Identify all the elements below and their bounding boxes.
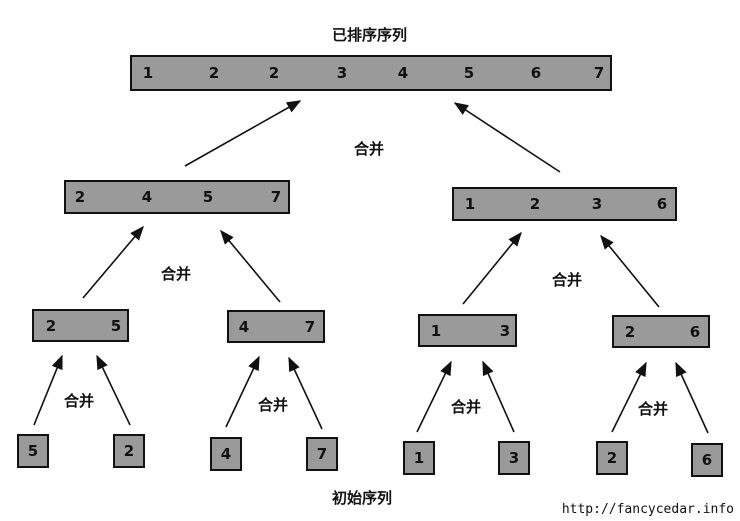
initial-item-5: 1 (403, 441, 435, 475)
sorted-value: 6 (530, 64, 542, 82)
sorted-value: 5 (463, 64, 475, 82)
merge-arrow (82, 225, 144, 299)
initial-value: 3 (508, 449, 520, 467)
merge-arrow (600, 234, 660, 308)
initial-item-7: 2 (596, 441, 628, 475)
sorted-sequence-title: 已排序序列 (332, 26, 408, 44)
pair-box-3: 1 3 (418, 314, 517, 347)
pair-value: 4 (238, 317, 250, 336)
sorted-value: 3 (336, 64, 348, 82)
merged-box-left: 2 4 5 7 (64, 180, 290, 214)
pair-value: 2 (45, 316, 57, 335)
initial-value: 6 (701, 451, 713, 469)
pair-box-1: 2 5 (32, 309, 129, 342)
initial-item-2: 2 (113, 434, 145, 468)
merge-arrow (462, 231, 522, 305)
merge-arrow (416, 360, 452, 433)
sorted-value: 1 (142, 64, 154, 82)
merged-value: 2 (529, 195, 541, 213)
initial-value: 2 (606, 449, 618, 467)
initial-item-1: 5 (17, 434, 49, 468)
watermark-url: http://fancycedar.info (561, 502, 734, 517)
pair-value: 1 (430, 321, 442, 340)
sorted-value: 7 (593, 64, 605, 82)
merge-label-l1-d: 合并 (638, 400, 669, 418)
merge-label-top: 合并 (354, 140, 385, 158)
initial-value: 7 (316, 445, 328, 463)
pair-value: 5 (110, 316, 122, 335)
merge-arrow (288, 356, 323, 430)
merge-arrow (453, 102, 561, 173)
merged-value: 3 (591, 195, 603, 213)
merge-arrow (220, 229, 281, 303)
merge-arrow (33, 354, 63, 426)
merge-arrow (675, 361, 709, 434)
sorted-sequence-box: 1 2 2 3 4 5 6 7 (130, 55, 612, 91)
initial-value: 1 (413, 449, 425, 467)
pair-box-4: 2 6 (612, 315, 710, 348)
merge-arrow (96, 354, 131, 426)
merge-label-l1-a: 合并 (64, 392, 95, 410)
merge-label-l2-left: 合并 (161, 265, 192, 283)
initial-item-4: 7 (306, 437, 338, 471)
initial-value: 4 (220, 445, 232, 463)
merged-value: 2 (74, 188, 86, 206)
merged-value: 4 (141, 188, 153, 206)
merge-arrow (482, 360, 515, 433)
merged-value: 6 (656, 195, 668, 213)
merged-box-right: 1 2 3 6 (452, 187, 677, 221)
sorted-value: 2 (208, 64, 220, 82)
pair-value: 3 (499, 321, 511, 340)
merge-label-l1-c: 合并 (451, 398, 482, 416)
merge-arrow (225, 355, 260, 428)
pair-value: 6 (689, 322, 701, 341)
pair-value: 7 (304, 317, 316, 336)
initial-value: 2 (123, 442, 135, 460)
pair-value: 2 (624, 322, 636, 341)
initial-item-8: 6 (691, 443, 723, 477)
merged-value: 5 (202, 188, 214, 206)
merge-arrow (184, 100, 302, 167)
merged-value: 1 (464, 195, 476, 213)
sorted-value: 4 (397, 64, 409, 82)
initial-sequence-title: 初始序列 (332, 489, 393, 507)
initial-value: 5 (27, 442, 39, 460)
merge-label-l1-b: 合并 (258, 396, 289, 414)
merge-label-l2-right: 合并 (552, 271, 583, 289)
merged-value: 7 (270, 188, 282, 206)
initial-item-6: 3 (498, 441, 530, 475)
sorted-value: 2 (268, 64, 280, 82)
initial-item-3: 4 (210, 437, 242, 471)
pair-box-2: 4 7 (227, 310, 325, 343)
